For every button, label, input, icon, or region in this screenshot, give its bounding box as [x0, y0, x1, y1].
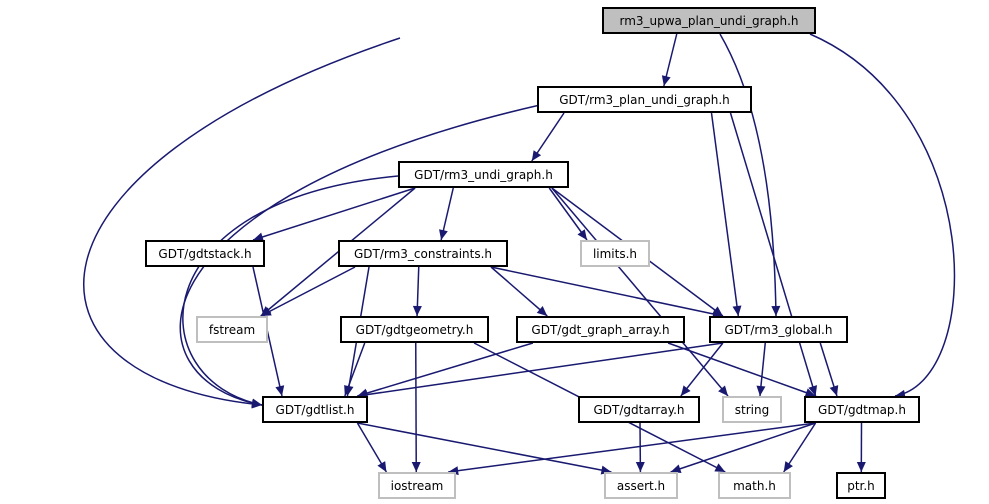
edge-glob-arr-arrowhead — [680, 385, 691, 396]
node-glob[interactable]: GDT/rm3_global.h — [709, 316, 848, 343]
edge-cons-fstream-arrowhead — [260, 307, 272, 316]
node-fstream: fstream — [196, 316, 268, 343]
edge-glob-arr — [680, 342, 724, 397]
edge-garr-list — [357, 342, 534, 397]
edge-cons-glob — [490, 266, 724, 317]
edge-list-iostream-arrowhead — [377, 461, 387, 472]
edge-undi-stack-arrowhead — [253, 232, 264, 242]
node-garr[interactable]: GDT/gdt_graph_array.h — [516, 316, 685, 343]
edge-cons-garr — [490, 266, 548, 317]
edge-map-iostream — [448, 422, 816, 473]
edge-root-glob-arrowhead — [771, 305, 781, 316]
edge-garr-map — [667, 342, 816, 397]
node-map[interactable]: GDT/gdtmap.h — [804, 396, 920, 423]
edge-map-assert-arrowhead — [670, 464, 682, 474]
edge-undi-string-arrowhead — [718, 385, 728, 396]
edge-map-assert — [670, 422, 816, 473]
node-list[interactable]: GDT/gdtlist.h — [262, 396, 368, 423]
edge-plan-list — [179, 104, 541, 406]
edge-map-iostream-arrowhead — [448, 466, 459, 476]
edge-plan-glob-arrowhead — [732, 305, 742, 316]
edge-undi-list-arrowhead — [251, 398, 262, 408]
node-ptr[interactable]: ptr.h — [836, 472, 886, 499]
edge-glob-list — [357, 342, 724, 397]
edge-root-map — [809, 33, 956, 397]
node-assert: assert.h — [604, 472, 678, 499]
edge-cons-geom-arrowhead — [412, 305, 422, 316]
edge-plan-map — [729, 112, 817, 397]
node-arr[interactable]: GDT/gdtarray.h — [578, 396, 700, 423]
edge-plan-map-arrowhead — [808, 385, 818, 396]
edge-map-math-arrowhead — [783, 461, 793, 472]
edge-undi-stack — [252, 187, 416, 241]
edge-undi-list — [182, 175, 399, 406]
edge-geom-list-arrowhead — [344, 385, 353, 396]
edge-arr-assert-arrowhead — [635, 461, 645, 472]
node-root[interactable]: rm3_upwa_plan_undi_graph.h — [602, 7, 816, 34]
node-limits: limits.h — [580, 240, 650, 267]
edge-map-ptr-arrowhead — [856, 461, 866, 472]
node-undi[interactable]: GDT/rm3_undi_graph.h — [398, 161, 569, 188]
edge-undi-cons-arrowhead — [439, 229, 448, 240]
edge-undi-limits — [548, 187, 588, 241]
edge-plan-undi-arrowhead — [531, 150, 542, 161]
edge-cons-garr-arrowhead — [536, 306, 548, 316]
edge-stack-list-arrowhead — [275, 385, 285, 396]
edge-undi-fstream — [260, 187, 416, 317]
node-stack[interactable]: GDT/gdtstack.h — [145, 240, 265, 267]
edge-undi-limits-arrowhead — [577, 229, 587, 240]
edge-glob-string-arrowhead — [756, 385, 766, 396]
edge-garr-map-arrowhead — [804, 388, 816, 397]
node-geom[interactable]: GDT/gdtgeometry.h — [340, 316, 489, 343]
edge-root-glob — [719, 33, 777, 317]
edge-undi-string — [551, 187, 729, 397]
node-iostream: iostream — [378, 472, 456, 499]
edge-geom-iostream — [415, 342, 417, 473]
edge-list-assert — [357, 422, 612, 473]
edge-root-list — [83, 37, 401, 406]
edge-geom-iostream-arrowhead — [411, 461, 421, 472]
edge-cons-fstream — [260, 266, 356, 317]
edge-geom-math-arrowhead — [714, 463, 726, 472]
edge-root-plan-arrowhead — [661, 75, 671, 86]
node-cons[interactable]: GDT/rm3_constraints.h — [338, 240, 508, 267]
node-string: string — [722, 396, 782, 423]
edge-glob-map-arrowhead — [829, 385, 839, 396]
node-plan[interactable]: GDT/rm3_plan_undi_graph.h — [537, 86, 752, 113]
edge-plan-glob — [710, 112, 740, 317]
node-math: math.h — [718, 472, 791, 499]
